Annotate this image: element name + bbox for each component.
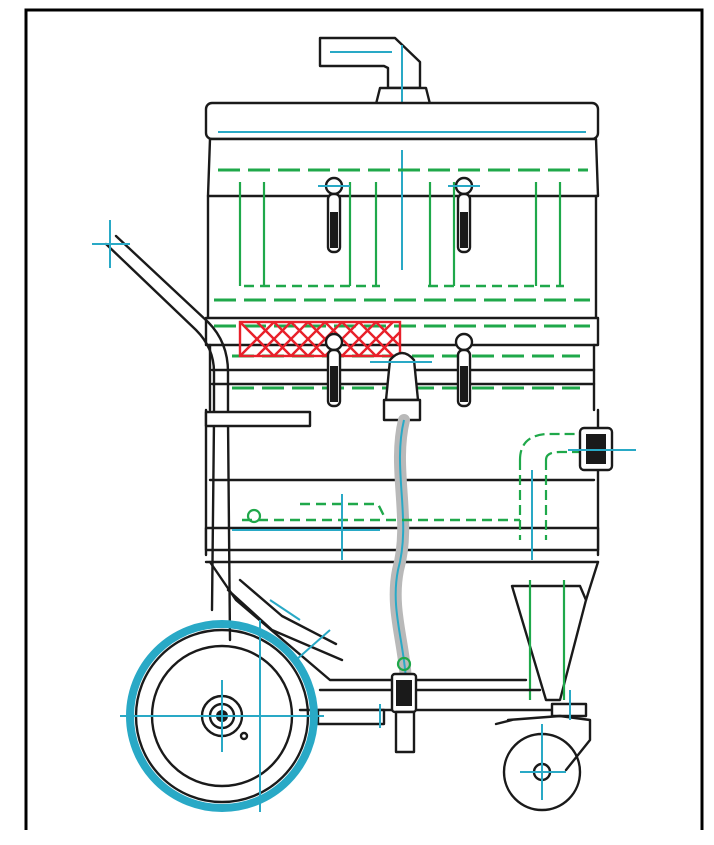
rear-wheel — [120, 620, 324, 812]
filter-mesh-hatch — [238, 320, 402, 358]
frame-brace — [226, 578, 344, 662]
inner-hose-connector — [370, 351, 432, 422]
latch-clamp-top-right — [448, 176, 480, 254]
lower-hopper — [208, 560, 600, 712]
side-inlet-elbow — [518, 426, 636, 560]
push-handle — [92, 220, 312, 642]
latch-clamp-top-left — [318, 176, 350, 254]
latch-clamp-bottom-left — [324, 332, 344, 408]
filter-cartridges-hidden — [214, 168, 590, 390]
top-inlet-elbow — [318, 36, 432, 112]
axle-bar — [316, 704, 386, 728]
hidden-interior-detail — [232, 494, 520, 560]
drain-valve — [390, 656, 418, 754]
drawing-frame — [24, 8, 704, 830]
latch-clamp-bottom-right — [454, 332, 474, 408]
swivel-caster — [494, 690, 592, 812]
